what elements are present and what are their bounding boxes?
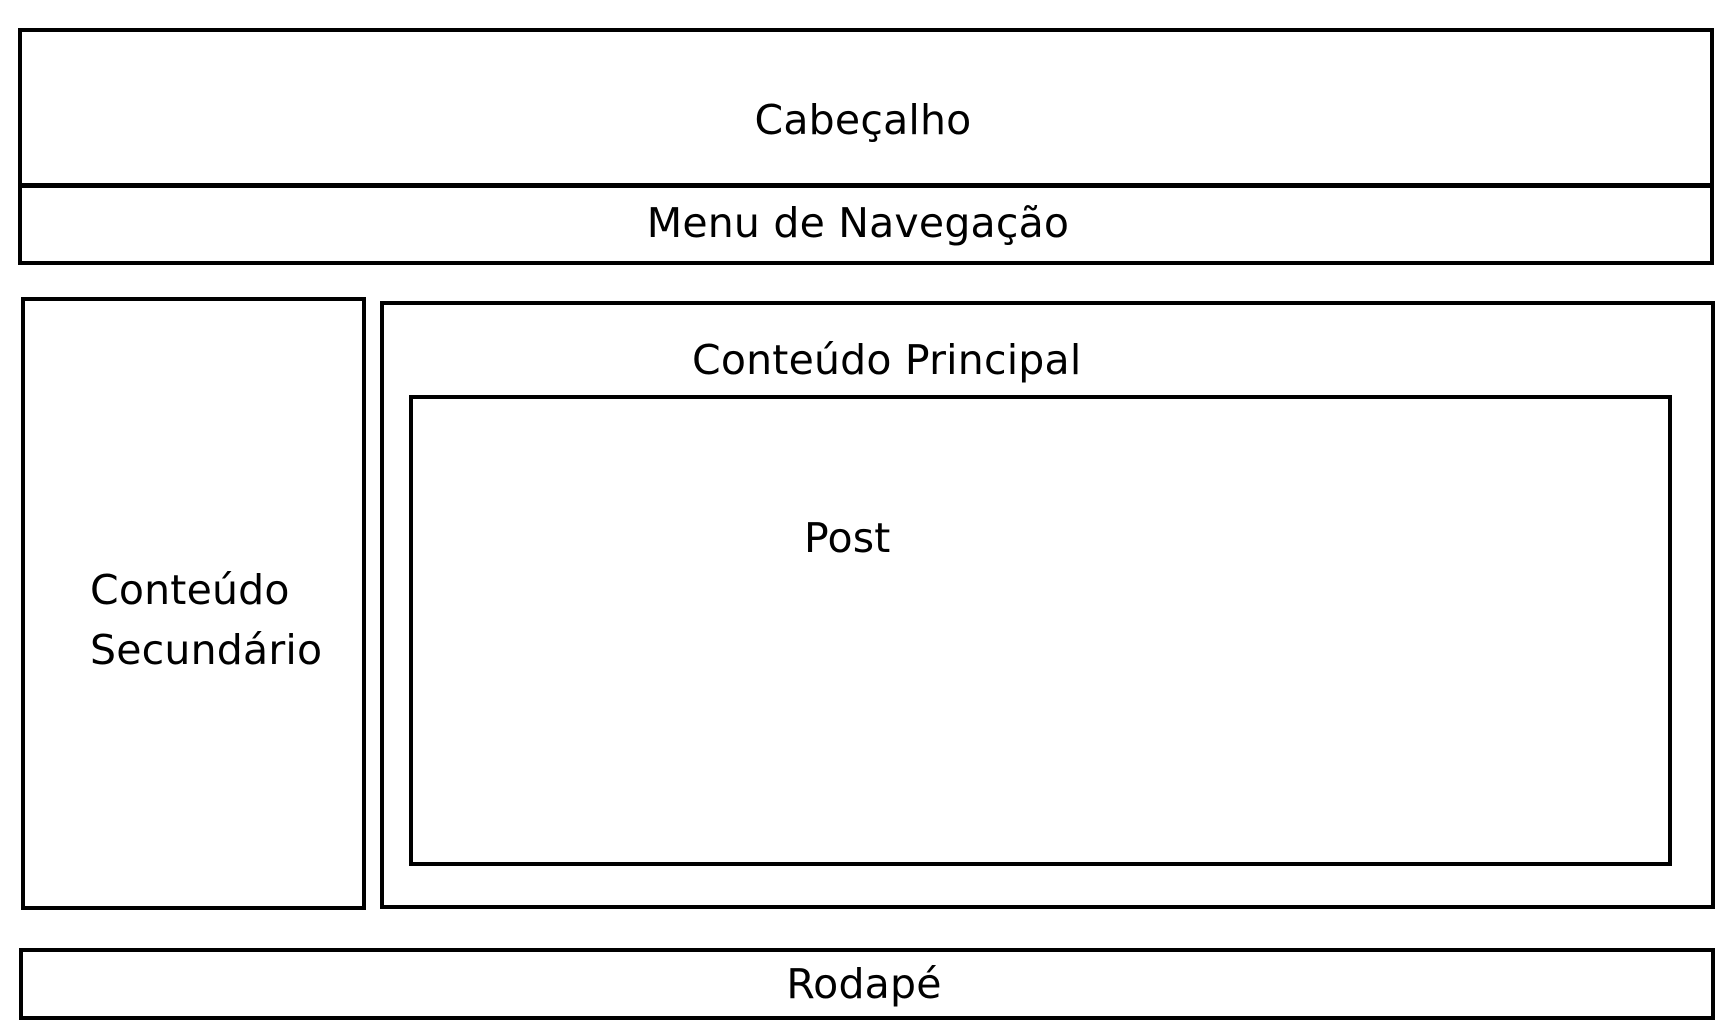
post-label: Post xyxy=(804,514,891,562)
main-content-label: Conteúdo Principal xyxy=(692,336,1082,384)
navigation-menu-section: Menu de Navegação xyxy=(18,188,1714,265)
footer-label: Rodapé xyxy=(786,960,942,1008)
header-label: Cabeçalho xyxy=(754,96,972,144)
post-section: Post xyxy=(409,395,1672,866)
secondary-content-section: Conteúdo Secundário xyxy=(21,297,366,910)
footer-section: Rodapé xyxy=(19,948,1715,1020)
secondary-content-label: Conteúdo Secundário xyxy=(90,566,323,674)
navigation-menu-label: Menu de Navegação xyxy=(646,199,1070,247)
header-section: Cabeçalho xyxy=(18,28,1714,190)
